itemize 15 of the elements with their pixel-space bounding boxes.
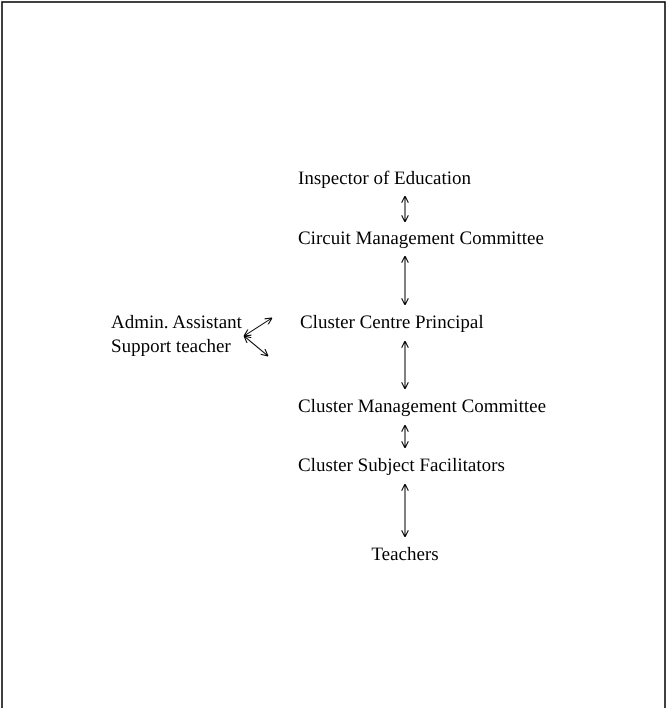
role-label: Admin. Assistant <box>111 311 242 335</box>
role-label: Support teacher <box>111 335 231 359</box>
role-label: Cluster Management Committee <box>298 395 546 419</box>
role-label: Teachers <box>371 543 439 567</box>
double-arrow <box>400 483 410 538</box>
double-arrow <box>243 335 269 357</box>
double-arrow <box>400 340 410 390</box>
role-label: Cluster Subject Facilitators <box>298 454 505 478</box>
double-arrow <box>400 255 410 306</box>
double-arrow <box>243 317 273 337</box>
double-arrow <box>400 424 410 449</box>
role-label: Inspector of Education <box>298 167 472 191</box>
double-arrow <box>400 195 410 223</box>
role-label: Circuit Management Committee <box>298 227 544 251</box>
role-label: Cluster Centre Principal <box>300 311 484 335</box>
